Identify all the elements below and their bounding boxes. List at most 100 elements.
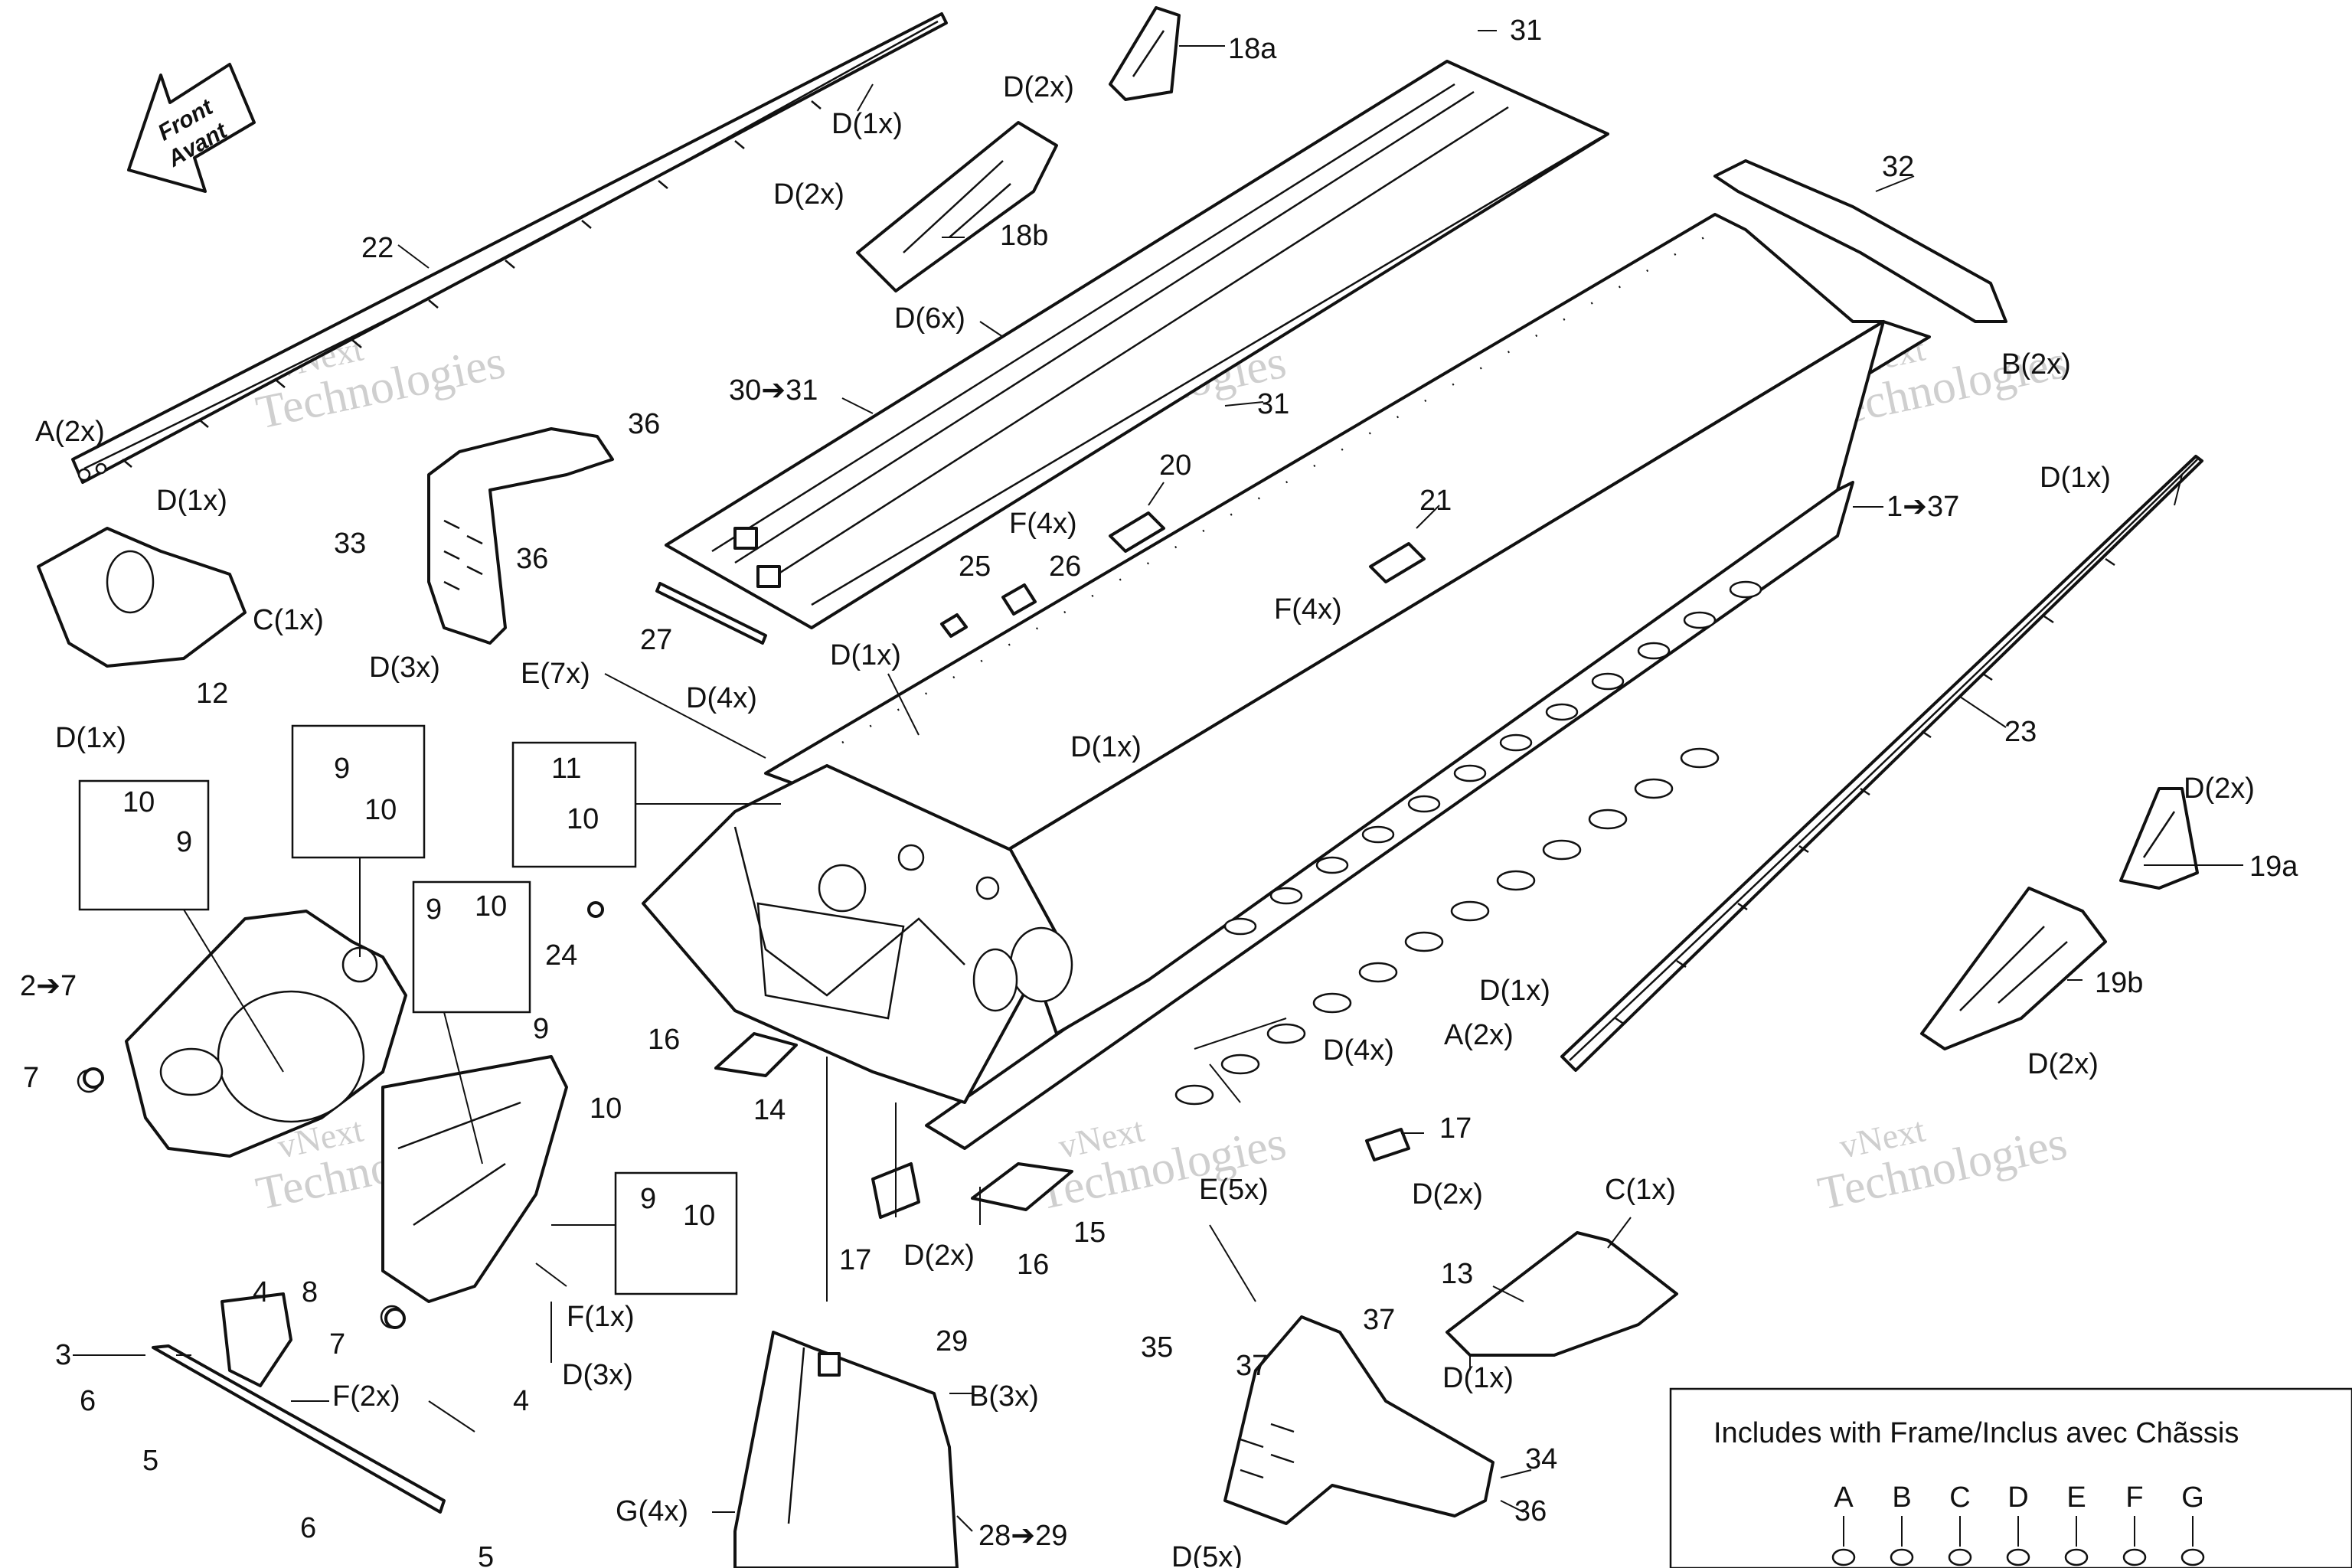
callout-7b: 7 — [329, 1328, 345, 1361]
callout-31a: 31 — [1510, 15, 1542, 47]
callout-19b: 19b — [2095, 967, 2143, 999]
part-1-main-tunnel — [642, 213, 1931, 1150]
callout-9e: 9 — [640, 1183, 656, 1215]
callout-19a: 19a — [2249, 851, 2298, 883]
callout-14: 14 — [753, 1094, 786, 1126]
callout-10c: 10 — [567, 803, 599, 835]
fastener-b-icon — [1890, 1548, 1914, 1566]
callout-4b: 4 — [513, 1385, 529, 1417]
callout-d4a: D(4x) — [686, 682, 757, 714]
callout-26: 26 — [1049, 550, 1081, 583]
callout-a2-right: A(2x) — [1444, 1019, 1514, 1051]
callout-10e: 10 — [590, 1093, 622, 1125]
callout-d1-13: D(1x) — [1442, 1362, 1514, 1394]
callout-35: 35 — [1141, 1331, 1173, 1364]
part-18a-bracket — [1109, 6, 1181, 101]
callout-27: 27 — [640, 624, 672, 656]
callout-d6: D(6x) — [894, 302, 965, 335]
callout-10a: 10 — [122, 786, 155, 818]
callout-18b: 18b — [1000, 220, 1048, 252]
part-33-steering-support — [427, 427, 614, 645]
callout-e7: E(7x) — [521, 658, 590, 690]
callout-9c: 9 — [426, 893, 442, 926]
callout-d2-19a: D(2x) — [2184, 773, 2255, 805]
callout-d3-b: D(3x) — [562, 1359, 633, 1391]
part-26-fastener — [1001, 583, 1037, 616]
part-32-rear-bracket — [1713, 159, 2007, 323]
fastener-g-icon — [2180, 1548, 2205, 1566]
front-direction-arrow: Front Avant — [127, 63, 256, 193]
callout-2: 2➔7 — [20, 970, 77, 1002]
callout-37b: 37 — [1236, 1350, 1268, 1382]
part-19b-bracket — [1920, 887, 2107, 1050]
callout-labels: 22 D(1x) A(2x) D(1x) 12 C(1x) D(1x) 33 3… — [20, 15, 2298, 1568]
detail-box-9-10-a — [78, 779, 284, 1073]
callout-c1-left: C(1x) — [253, 604, 324, 636]
legend-letter-g: G — [2181, 1481, 2204, 1514]
part-12-bracket — [37, 527, 247, 668]
callout-24: 24 — [545, 939, 577, 972]
legend-letter-a: A — [1834, 1481, 1854, 1514]
callout-d1-mid: D(1x) — [830, 639, 901, 671]
callout-d2-17a: D(2x) — [903, 1240, 975, 1272]
fastener-a-icon — [1831, 1548, 1856, 1566]
callout-32: 32 — [1882, 151, 1914, 183]
detail-box-9-10-c — [412, 880, 531, 1165]
callout-f4b: F(4x) — [1274, 593, 1342, 626]
callout-30: 30➔31 — [729, 374, 818, 407]
callout-36a: 36 — [628, 408, 660, 440]
callout-b3: B(3x) — [969, 1380, 1039, 1413]
callout-15: 15 — [1073, 1217, 1106, 1249]
part-22-left-rail — [71, 12, 948, 484]
callout-f1: F(1x) — [567, 1301, 635, 1333]
callout-8: 8 — [302, 1276, 318, 1308]
callout-16b: 16 — [1017, 1249, 1049, 1281]
callout-c1-right: C(1x) — [1605, 1174, 1676, 1206]
detail-box-11-10 — [511, 741, 781, 868]
callout-28: 28➔29 — [978, 1520, 1067, 1552]
callout-a2-left: A(2x) — [35, 416, 105, 448]
part-34-bracket — [1223, 1315, 1494, 1525]
callout-11: 11 — [551, 753, 581, 785]
part-3-bottom-rail — [152, 1292, 446, 1514]
callout-d2-18b: D(2x) — [773, 178, 844, 211]
callout-9b: 9 — [176, 826, 192, 858]
callout-9d: 9 — [533, 1013, 549, 1045]
detail-box-9-10-b — [291, 724, 426, 957]
callout-17a: 17 — [839, 1244, 871, 1276]
callout-1: 1➔37 — [1886, 491, 1959, 523]
fastener-f-icon — [2122, 1548, 2147, 1566]
part-14-plate — [714, 1032, 798, 1077]
part-24-nut — [587, 901, 604, 918]
callout-17b: 17 — [1439, 1112, 1472, 1145]
callout-10d: 10 — [475, 890, 507, 923]
callout-25: 25 — [959, 550, 991, 583]
callout-g4: G(4x) — [616, 1495, 688, 1527]
legend-title: Includes with Frame/Inclus avec Chãssis — [1713, 1417, 2239, 1449]
part-20-clip — [1109, 511, 1165, 553]
callout-16a: 16 — [648, 1024, 680, 1056]
callout-d1-mid2: D(1x) — [1070, 731, 1142, 763]
fastener-d-icon — [2006, 1548, 2030, 1566]
callout-34: 34 — [1525, 1443, 1557, 1475]
legend-letter-e: E — [2066, 1481, 2086, 1514]
callout-7a: 7 — [23, 1062, 39, 1094]
fastener-e-icon — [2064, 1548, 2089, 1566]
legend-letter-d: D — [2007, 1481, 2028, 1514]
legend-letter-f: F — [2125, 1481, 2143, 1514]
callout-b2: B(2x) — [2001, 348, 2071, 381]
callout-d1-top: D(1x) — [831, 108, 903, 140]
part-27-strip — [655, 582, 767, 645]
callout-d2-18a: D(2x) — [1003, 71, 1074, 103]
detail-box-9-10-d — [551, 1171, 738, 1295]
callout-20: 20 — [1159, 449, 1191, 482]
callout-13: 13 — [1441, 1258, 1473, 1290]
part-13-bracket — [1446, 1231, 1678, 1357]
callout-d1-23: D(1x) — [2040, 462, 2111, 494]
callout-d4b: D(4x) — [1323, 1034, 1394, 1067]
part-28-heat-exchanger — [733, 1331, 959, 1568]
part-2-front-frame — [77, 910, 568, 1329]
callout-10b: 10 — [364, 794, 397, 826]
